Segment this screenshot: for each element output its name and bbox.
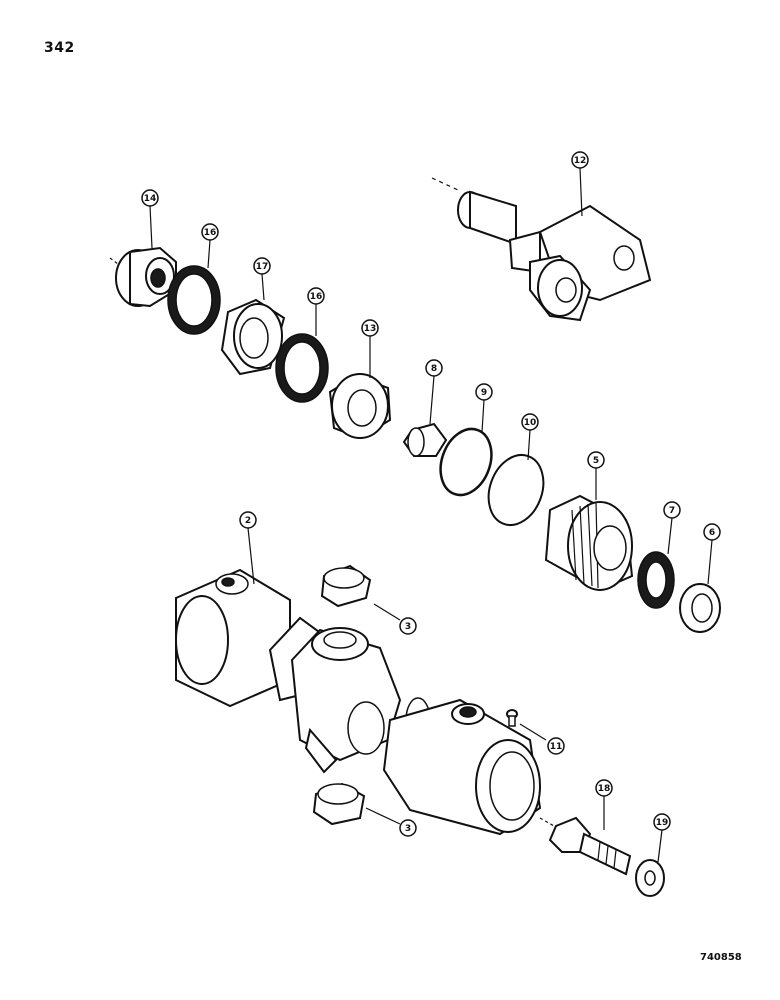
figure-id: 740858 — [700, 952, 742, 963]
part-3-bushing-lower — [312, 782, 366, 826]
callout-13: 13 — [361, 319, 379, 337]
svg-text:6: 6 — [709, 528, 715, 538]
callout-7: 7 — [663, 501, 681, 519]
part-13-head — [328, 373, 392, 440]
svg-text:11: 11 — [550, 742, 563, 752]
callout-17: 17 — [253, 257, 271, 275]
callout-16a: 16 — [201, 223, 219, 241]
svg-text:3: 3 — [405, 824, 411, 834]
callouts: 14 16 17 16 13 12 8 9 10 5 7 6 2 3 11 18… — [141, 151, 721, 837]
callout-3b: 3 — [399, 819, 417, 837]
leader-lines — [149, 167, 713, 863]
part-9-o-ring — [439, 427, 493, 497]
svg-text:13: 13 — [364, 324, 377, 334]
part-19-washer — [635, 859, 665, 897]
callout-12: 12 — [571, 151, 589, 169]
part-11-grease-fitting — [506, 709, 518, 727]
callout-18: 18 — [595, 779, 613, 797]
part-7-wiper — [637, 551, 675, 609]
svg-text:7: 7 — [669, 506, 675, 516]
callout-10: 10 — [521, 413, 539, 431]
callout-19: 19 — [653, 813, 671, 831]
part-14-bushing — [109, 246, 177, 308]
svg-text:2: 2 — [245, 516, 251, 526]
part-18-bolt — [539, 816, 632, 876]
page-number: 342 — [44, 40, 75, 56]
callout-14: 14 — [141, 189, 159, 207]
svg-text:19: 19 — [656, 818, 669, 828]
part-12-rod-clevis — [431, 177, 652, 322]
svg-text:5: 5 — [593, 456, 599, 466]
part-6-wear-ring-small — [679, 583, 721, 633]
svg-text:14: 14 — [144, 194, 157, 204]
svg-text:9: 9 — [481, 388, 487, 398]
part-5-gland — [544, 494, 634, 592]
part-16-seal-upper — [167, 265, 221, 335]
part-8-wear-ring — [402, 422, 448, 457]
svg-text:8: 8 — [431, 364, 437, 374]
callout-8: 8 — [425, 359, 443, 377]
svg-text:12: 12 — [574, 156, 587, 166]
callout-3a: 3 — [399, 617, 417, 635]
svg-text:16: 16 — [310, 292, 323, 302]
svg-text:17: 17 — [256, 262, 269, 272]
svg-text:10: 10 — [524, 418, 537, 428]
callout-11: 11 — [547, 737, 565, 755]
callout-2: 2 — [239, 511, 257, 529]
callout-6: 6 — [703, 523, 721, 541]
part-3-bushing-upper — [320, 564, 372, 608]
svg-text:16: 16 — [204, 228, 217, 238]
part-17-bearing — [220, 298, 286, 376]
svg-text:18: 18 — [598, 784, 611, 794]
svg-text:3: 3 — [405, 622, 411, 632]
callout-9: 9 — [475, 383, 493, 401]
part-2-cylinder-barrel — [175, 568, 542, 836]
callout-5: 5 — [587, 451, 605, 469]
callout-16b: 16 — [307, 287, 325, 305]
part-16-seal-lower — [275, 333, 329, 403]
